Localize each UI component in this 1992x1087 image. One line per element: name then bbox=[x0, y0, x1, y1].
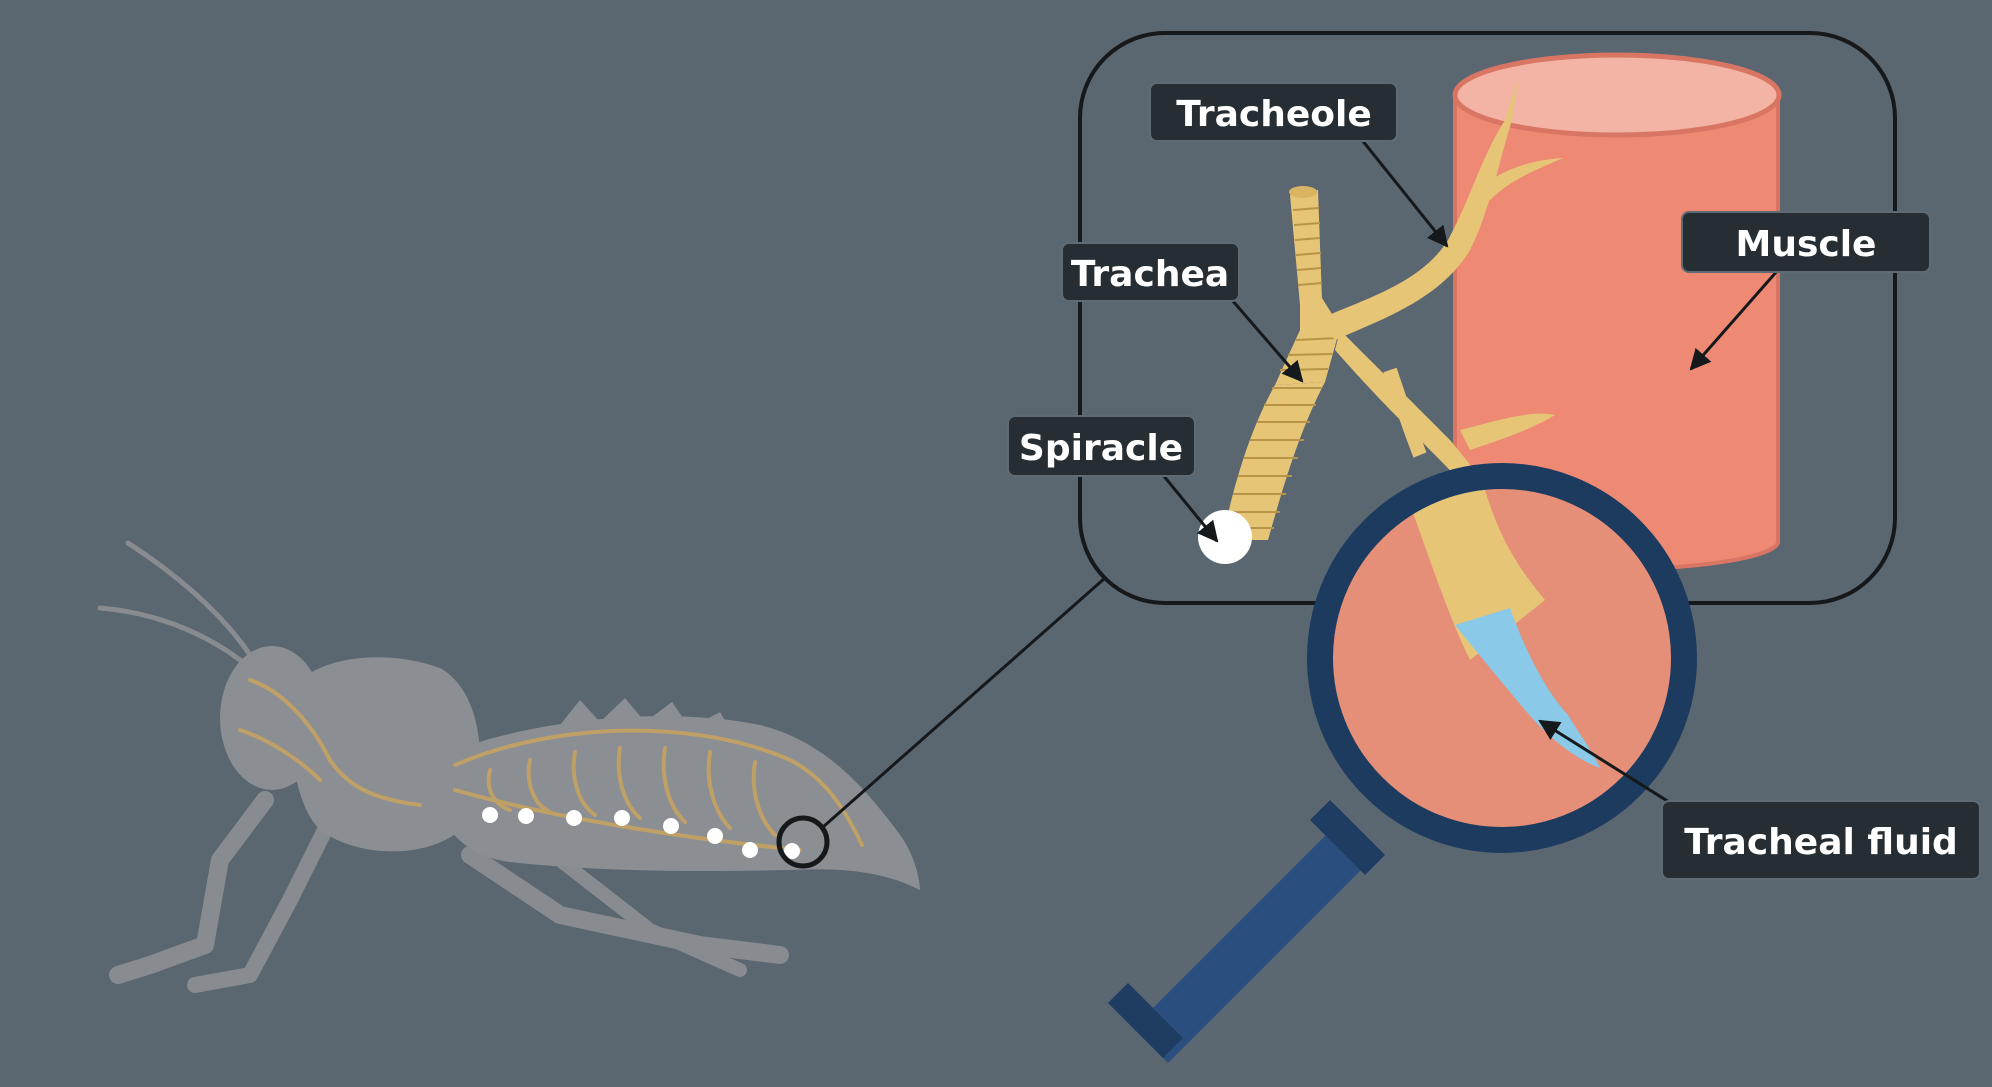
label-trachea: Trachea bbox=[1061, 242, 1240, 302]
label-tracheal-fluid-text: Tracheal fluid bbox=[1684, 822, 1958, 863]
label-muscle: Muscle bbox=[1681, 211, 1931, 273]
zoom-connector-line bbox=[822, 576, 1106, 829]
spiracle-opening bbox=[1198, 510, 1252, 564]
insect-silhouette bbox=[97, 540, 920, 993]
leader-lines bbox=[1161, 139, 1780, 809]
label-spiracle: Spiracle bbox=[1007, 415, 1196, 477]
label-tracheal-fluid: Tracheal fluid bbox=[1661, 800, 1981, 880]
label-tracheole-text: Tracheole bbox=[1176, 94, 1372, 135]
label-spiracle-text: Spiracle bbox=[1019, 428, 1183, 469]
label-trachea-text: Trachea bbox=[1071, 254, 1229, 295]
label-muscle-text: Muscle bbox=[1736, 224, 1877, 265]
label-tracheole: Tracheole bbox=[1149, 82, 1398, 142]
magnifying-glass-icon bbox=[1108, 463, 1697, 1063]
